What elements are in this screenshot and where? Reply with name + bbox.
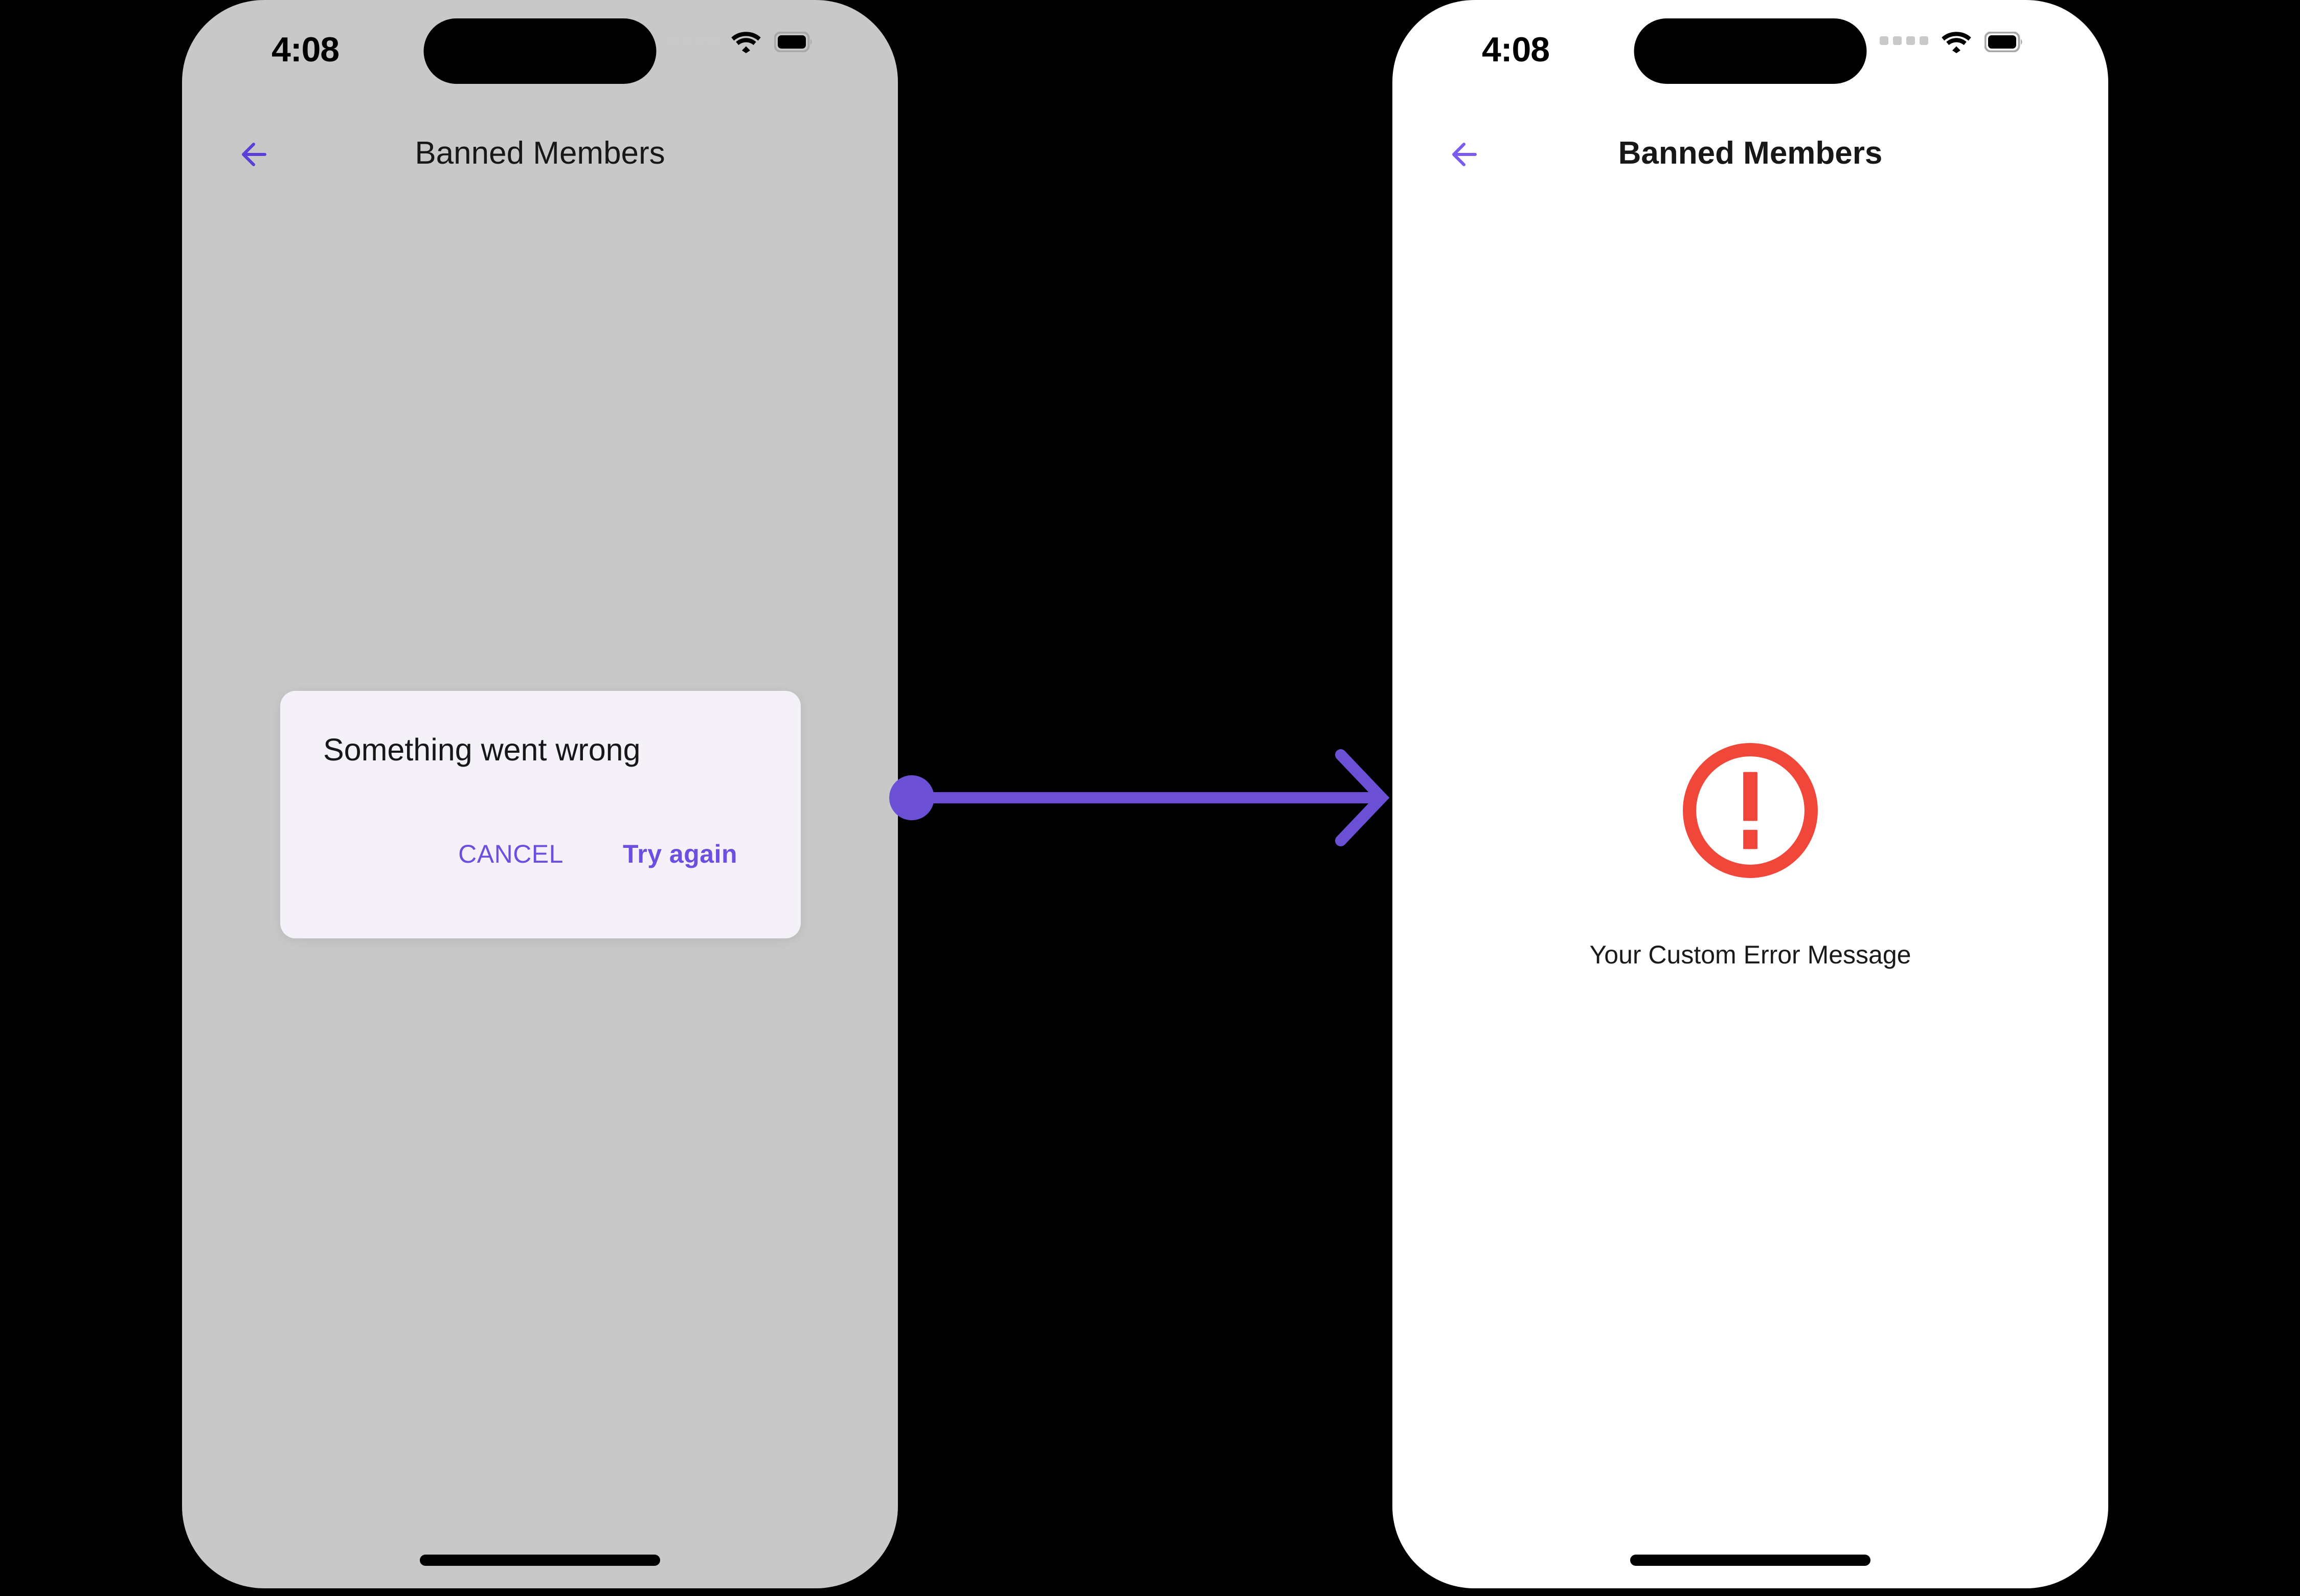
status-bar: 4:08 — [182, 0, 898, 102]
status-bar-indicators — [669, 31, 813, 53]
cancel-button[interactable]: CANCEL — [458, 840, 563, 868]
page-title: Banned Members — [415, 136, 665, 171]
wifi-icon — [1942, 32, 1971, 53]
dynamic-island — [423, 18, 657, 84]
try-again-button[interactable]: Try again — [622, 840, 737, 868]
dialog-actions: CANCEL Try again — [458, 839, 737, 869]
error-dialog: Something went wrong CANCEL Try again — [280, 691, 801, 938]
phone-frame-dialog-screen: 4:08 Banned Members Something went wrong — [182, 0, 898, 1588]
arrow-left-icon[interactable] — [231, 135, 270, 174]
status-bar-indicators — [1880, 31, 2023, 53]
flow-connector-arrow — [889, 749, 1390, 846]
dynamic-island — [1634, 18, 1867, 84]
battery-full-icon — [774, 32, 812, 52]
page-title: Banned Members — [1618, 136, 1883, 171]
error-message: Your Custom Error Message — [1589, 940, 1911, 969]
status-bar: 4:08 — [1392, 0, 2108, 102]
app-bar: Banned Members — [1392, 121, 2108, 187]
app-bar: Banned Members — [182, 121, 898, 187]
cellular-signal-dots-icon — [669, 36, 718, 48]
arrow-left-icon[interactable] — [1441, 135, 1480, 174]
error-circle-exclamation-icon — [1683, 743, 1818, 878]
phone-frame-error-screen: 4:08 Banned Members — [1392, 0, 2108, 1588]
error-state: Your Custom Error Message — [1392, 736, 2108, 970]
home-indicator[interactable] — [420, 1555, 660, 1566]
status-bar-time: 4:08 — [272, 30, 340, 69]
home-indicator[interactable] — [1630, 1555, 1870, 1566]
battery-full-icon — [1985, 32, 2022, 52]
status-bar-time: 4:08 — [1482, 30, 1550, 69]
wifi-icon — [731, 32, 761, 53]
connector-arrowhead-icon — [1335, 749, 1390, 846]
cellular-signal-dots-icon — [1880, 36, 1928, 48]
dialog-title: Something went wrong — [323, 732, 641, 767]
